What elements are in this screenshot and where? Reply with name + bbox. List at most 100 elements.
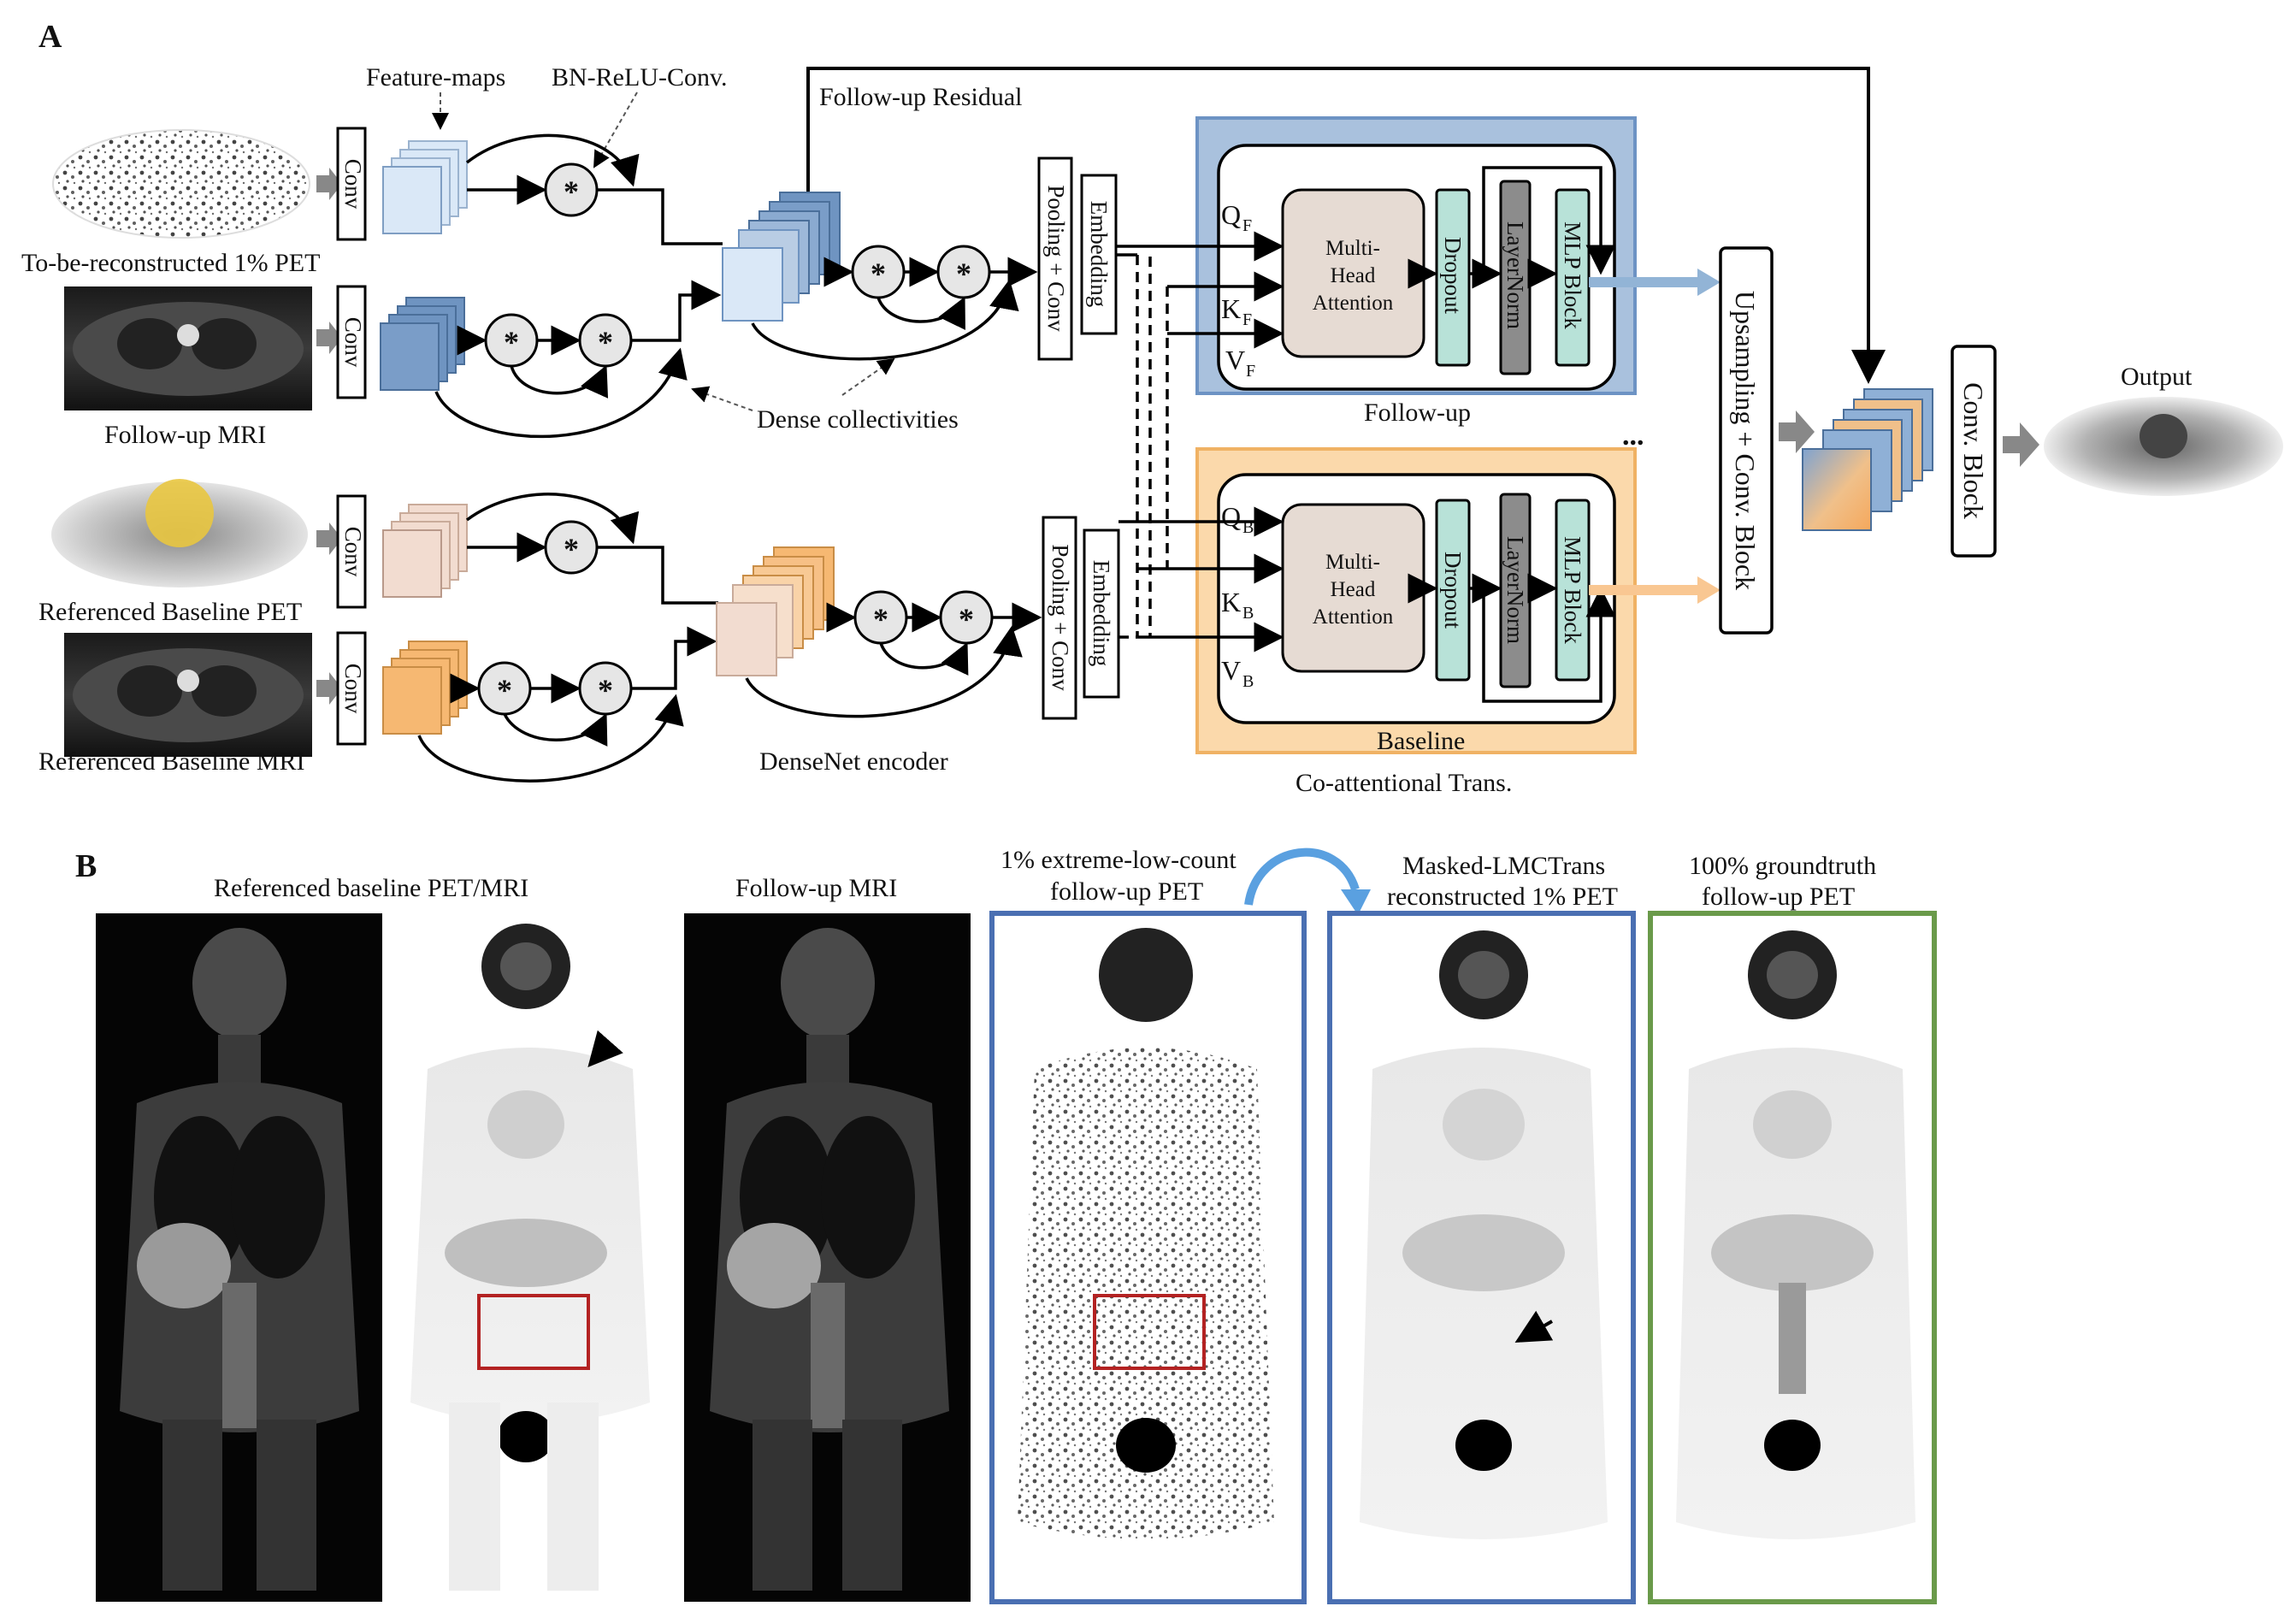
input-baseline-mri-label: Referenced Baseline MRI — [38, 747, 305, 776]
feature-maps-label: Feature-maps — [366, 63, 505, 92]
roi-box-low-count — [1093, 1294, 1206, 1370]
layernorm-label-followup: LayerNorm — [1502, 221, 1528, 329]
followup-transformer-title: Follow-up — [1364, 399, 1471, 427]
input-followup-mri-image — [64, 286, 312, 410]
v-label-baseline: V — [1221, 655, 1241, 686]
feature-map-stack-pet — [382, 140, 468, 234]
conv-box-1: Conv — [336, 127, 367, 241]
stage2-connections — [745, 257, 1042, 718]
mha-line1-baseline: Multi- — [1325, 551, 1380, 574]
mha-line3-followup: Attention — [1313, 292, 1394, 315]
operator-4: * — [564, 532, 579, 566]
layernorm-label-baseline: LayerNorm — [1502, 536, 1528, 644]
embedding-followup: Embedding — [1080, 174, 1118, 335]
input-pet-label: To-be-reconstructed 1% PET — [21, 249, 320, 277]
input-baseline-pet-label: Referenced Baseline PET — [38, 598, 302, 626]
pooling-conv-baseline: Pooling + Conv — [1042, 516, 1077, 720]
v-label-followup: V — [1225, 345, 1245, 375]
pooling-conv-followup: Pooling + Conv — [1037, 156, 1073, 361]
conv-label-4: Conv — [340, 664, 366, 714]
panel-b-letter: B — [75, 848, 97, 884]
baseline-transformer-arrows — [1408, 573, 1616, 703]
k-sub-baseline: B — [1242, 604, 1254, 623]
input-arrows — [316, 168, 342, 705]
conv-box-4: Conv — [336, 631, 367, 746]
operator-circles-stage1 — [477, 162, 633, 716]
dense-collectivities-label: Dense collectivities — [757, 405, 959, 434]
baseline-transformer-title: Baseline — [1377, 727, 1465, 755]
masked-recon-panel — [1327, 911, 1636, 1604]
upsampling-block: Upsampling + Conv. Block — [1719, 246, 1774, 635]
output-label: Output — [2121, 363, 2193, 391]
groundtruth-title-1: 100% groundtruth — [1689, 852, 1876, 880]
k-label-baseline: K — [1221, 587, 1241, 617]
fused-stack-followup — [722, 192, 841, 322]
final-conv-block: Conv. Block — [1951, 345, 1997, 558]
input-baseline-mri-image — [64, 633, 312, 757]
pooling-conv-label-baseline: Pooling + Conv — [1048, 544, 1073, 691]
output-pet-image — [2044, 397, 2283, 496]
q-label-baseline: Q — [1221, 501, 1241, 532]
dropout-label-baseline: Dropout — [1440, 552, 1466, 629]
operator-2: * — [504, 325, 519, 359]
stage1-connections — [417, 133, 723, 782]
upsampling-label: Upsampling + Conv. Block — [1730, 291, 1761, 590]
followup-transformer-arrows — [1408, 166, 1616, 289]
conv-label-3: Conv — [340, 527, 366, 577]
input-baseline-pet-image — [51, 479, 308, 588]
densenet-encoder-label: DenseNet encoder — [759, 747, 948, 776]
mha-line2-followup: Head — [1331, 264, 1376, 287]
panel-a-letter: A — [38, 19, 62, 55]
v-sub-baseline: B — [1242, 672, 1254, 691]
q-sub-followup: F — [1242, 216, 1252, 235]
dropout-label-followup: Dropout — [1440, 237, 1466, 314]
operator-1: * — [564, 174, 579, 209]
input-pet-image — [52, 129, 310, 239]
groundtruth-title-2: follow-up PET — [1702, 883, 1855, 911]
output-feature-stack — [1802, 388, 1933, 531]
dense-pointer-2 — [841, 357, 895, 396]
feature-map-stack-baseline-pet — [382, 504, 468, 598]
masked-title-2: reconstructed 1% PET — [1387, 883, 1618, 911]
dense-pointer-1 — [691, 386, 753, 411]
upsample-arrow — [1779, 410, 1815, 453]
qkv-arrows — [1116, 231, 1284, 653]
final-output-arrow — [2003, 422, 2039, 467]
k-label-followup: K — [1221, 293, 1241, 324]
k-sub-followup: F — [1242, 310, 1252, 329]
mlp-label-followup: MLP Block — [1560, 221, 1585, 329]
mlp-label-baseline: MLP Block — [1560, 536, 1585, 644]
ellipsis-label: ... — [1622, 420, 1644, 452]
operator-circles-stage2 — [851, 245, 994, 645]
conv-box-2: Conv — [336, 285, 367, 399]
curved-transfer-arrowhead — [1341, 889, 1371, 915]
masked-title-1: Masked-LMCTrans — [1402, 852, 1605, 880]
low-count-title-2: follow-up PET — [1050, 877, 1203, 906]
mha-line3-baseline: Attention — [1313, 605, 1394, 629]
operator-6: * — [598, 673, 613, 707]
lesion-arrow-baseline — [587, 1030, 623, 1067]
baseline-pet-coronal — [400, 913, 676, 1602]
followup-mri-coronal — [684, 913, 971, 1602]
co-attentional-label: Co-attentional Trans. — [1296, 769, 1512, 797]
fused-stack-baseline — [716, 546, 835, 676]
mha-line2-baseline: Head — [1331, 578, 1376, 601]
follow-up-residual-label: Follow-up Residual — [819, 83, 1023, 111]
low-count-title-1: 1% extreme-low-count — [1000, 846, 1237, 874]
operator-5: * — [497, 673, 512, 707]
embedding-label-baseline: Embedding — [1089, 560, 1114, 666]
lesion-arrow-recon — [1514, 1310, 1554, 1343]
v-sub-followup: F — [1246, 362, 1255, 381]
bn-relu-conv-label: BN-ReLU-Conv. — [552, 63, 728, 92]
operator-7: * — [871, 257, 886, 291]
operator-8: * — [956, 257, 971, 291]
input-followup-mri-label: Follow-up MRI — [104, 421, 266, 449]
operator-10: * — [959, 602, 974, 636]
follow-up-residual-path — [806, 67, 1886, 384]
operator-3: * — [598, 325, 613, 359]
pooling-conv-label-followup: Pooling + Conv — [1043, 185, 1069, 332]
final-conv-block-label: Conv. Block — [1958, 382, 1989, 519]
roi-box-baseline — [477, 1294, 590, 1370]
feature-map-stack-followup-mri — [380, 297, 465, 391]
